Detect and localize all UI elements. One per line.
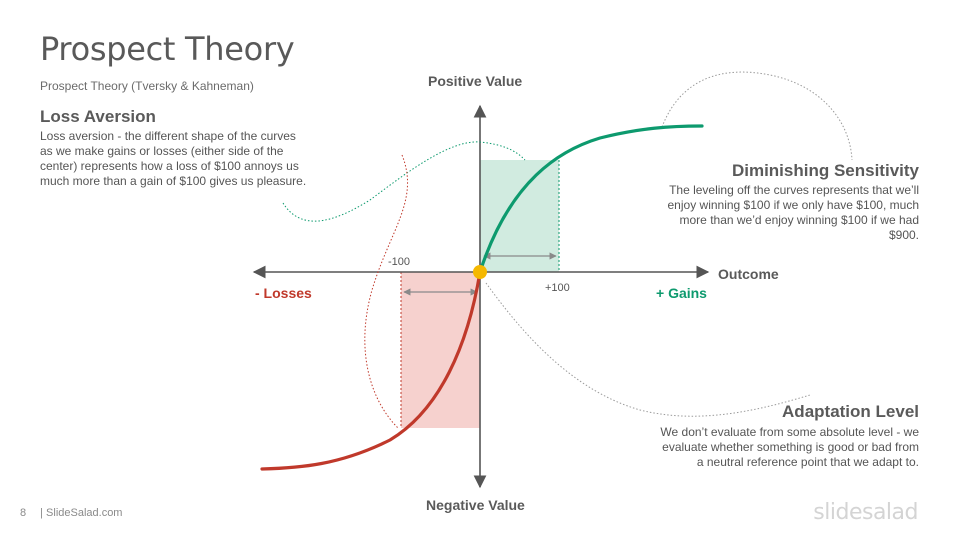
loss-aversion-line: Loss aversion - the different shape of t…: [40, 129, 296, 143]
losses-label: - Losses: [255, 285, 312, 301]
diminishing-sensitivity-text: The leveling off the curves represents t…: [619, 183, 920, 243]
loss-curve: [260, 270, 482, 471]
adaptation-level-heading: Adaptation Level: [782, 402, 919, 421]
gains-label: + Gains: [656, 285, 707, 301]
loss-aversion-line: much more than a gain of $100 gives us p…: [40, 174, 307, 188]
loss-aversion-line: center) represents how a loss of $100 an…: [40, 159, 299, 173]
diminishing-sensitivity-line: The leveling off the curves represents t…: [669, 183, 919, 197]
tick-negative-100: -100: [388, 256, 411, 268]
slide-subtitle: Prospect Theory (Tversky & Kahneman): [40, 79, 254, 93]
adaptation-level-line: a neutral reference point that we adapt …: [696, 455, 919, 469]
loss-aversion-heading: Loss Aversion: [40, 107, 156, 126]
loss-aversion-guide-red: [364, 154, 409, 429]
slidesalad-logo: slidesalad: [813, 500, 918, 525]
reference-point: [473, 265, 487, 279]
adaptation-level-text: We don’t evaluate from some absolute lev…: [619, 425, 919, 470]
adaptation-level-guide: [485, 282, 811, 417]
diminishing-sensitivity-line: $900.: [888, 228, 919, 242]
footer: 8 | SlideSalad.com: [20, 507, 122, 519]
page-number: 8: [20, 507, 27, 519]
positive-value-label: Positive Value: [428, 73, 523, 89]
gain-region: [480, 160, 559, 272]
diminishing-sensitivity-guide: [661, 71, 853, 161]
adaptation-level-line: evaluate whether something is good or ba…: [662, 440, 919, 454]
diminishing-sensitivity-line: enjoy winning $100 if we only have $100,…: [667, 198, 920, 212]
loss-aversion-guide-teal: [282, 141, 526, 222]
diminishing-sensitivity-line: more than we’d enjoy winning $100 if we …: [679, 213, 919, 227]
outcome-label: Outcome: [718, 266, 779, 282]
negative-value-label: Negative Value: [426, 497, 525, 513]
adaptation-level-line: We don’t evaluate from some absolute lev…: [660, 425, 919, 439]
loss-aversion-text: Loss aversion - the different shape of t…: [40, 129, 306, 189]
tick-positive-100: +100: [545, 282, 570, 294]
diminishing-sensitivity-heading: Diminishing Sensitivity: [731, 161, 919, 180]
loss-aversion-line: as we make gains or losses (either side …: [40, 144, 284, 158]
slide-title: Prospect Theory: [40, 30, 295, 68]
loss-region: [401, 272, 480, 428]
gain-curve: [478, 124, 704, 274]
footer-site: | SlideSalad.com: [40, 507, 123, 519]
